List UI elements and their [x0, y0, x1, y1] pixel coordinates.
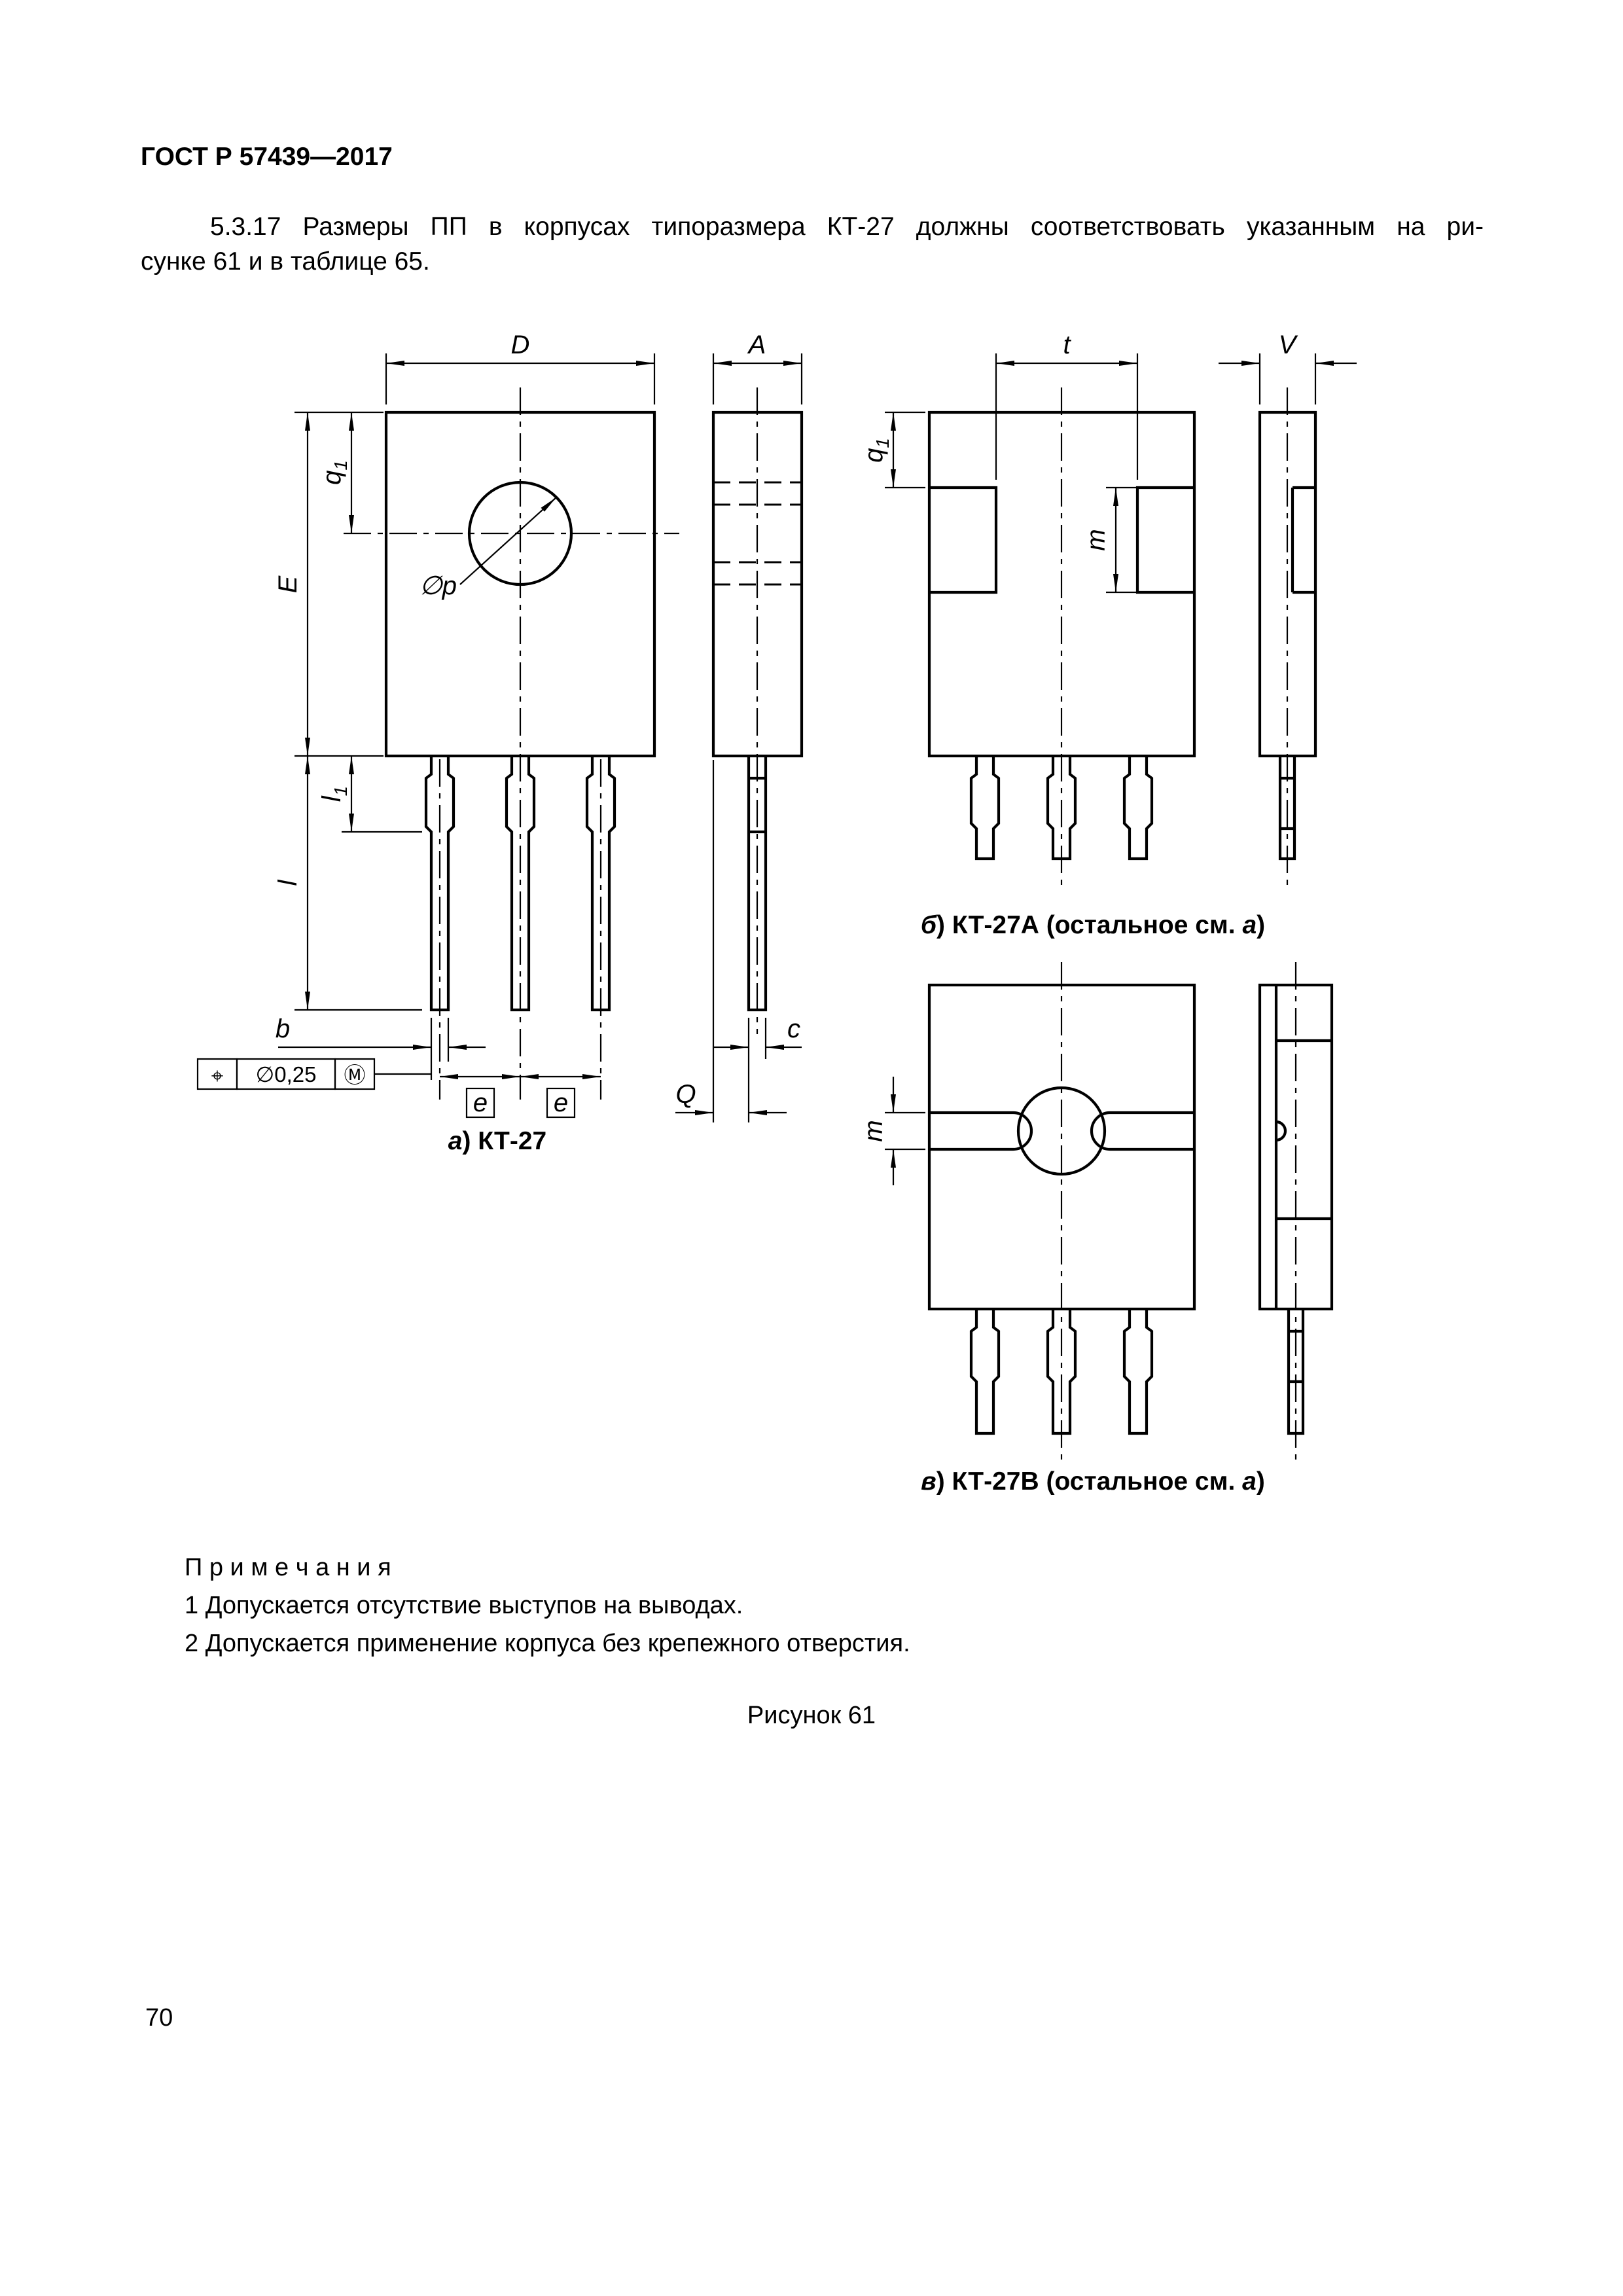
tab-side [1291, 486, 1315, 594]
hole-diameter-leader: ∅p [419, 497, 557, 600]
dim-label-q1-b: q1 [859, 438, 893, 463]
dim-label-A: A [747, 331, 766, 359]
lead-3 [585, 756, 616, 1012]
paragraph-line-2: сунке 61 и в таблице 65. [141, 247, 430, 276]
max-material-icon: Ⓜ [344, 1063, 366, 1087]
lead-2 [505, 756, 536, 1012]
position-tolerance-icon: ⌖ [211, 1064, 224, 1088]
dim-A: A [712, 331, 803, 404]
dim-label-l1: l1 [317, 786, 351, 802]
tab-right [1135, 486, 1194, 594]
dim-m-b: m [1082, 486, 1141, 594]
tolerance-frame: ⌖ ∅0,25 Ⓜ [196, 1058, 431, 1090]
notes-block: П р и м е ч а н и я 1 Допускается отсутс… [185, 1549, 910, 1662]
dim-label-e1: e [473, 1088, 488, 1117]
dim-c: c [713, 1014, 802, 1059]
dim-label-dp: ∅p [419, 571, 457, 600]
lead-v1 [969, 1309, 1001, 1435]
dim-label-Q: Q [675, 1080, 696, 1109]
note-item-2: 2 Допускается применение корпуса без кре… [185, 1630, 910, 1657]
dim-label-q1: q1 [317, 460, 351, 485]
page-number: 70 [145, 2004, 173, 2032]
lead-b2 [1046, 756, 1077, 861]
figure-caption: Рисунок 61 [747, 1702, 876, 1729]
lead-v-side [1287, 1309, 1305, 1435]
dim-e: e e [440, 1074, 601, 1119]
notes-title: П р и м е ч а н и я [185, 1554, 391, 1581]
caption-view-b: б) КТ-27А (остальное см. а) [920, 911, 1266, 939]
lead-v2 [1046, 1309, 1077, 1435]
tab-left [929, 486, 998, 594]
view-b-side [1258, 387, 1317, 890]
dim-label-l: l [274, 879, 302, 886]
lead-1 [424, 756, 455, 1012]
dim-label-e2: e [554, 1088, 568, 1117]
caption-view-v: в) КТ-27В (остальное см. а) [921, 1467, 1265, 1496]
dim-t: t [995, 331, 1139, 480]
slot-left [929, 1111, 1033, 1151]
dim-l: l [274, 756, 422, 1011]
slot-edge-arc [1275, 1120, 1287, 1142]
tolerance-value: ∅0,25 [256, 1062, 317, 1086]
dim-Q: Q [675, 760, 787, 1122]
dim-label-E: E [274, 575, 302, 593]
dim-label-V: V [1279, 331, 1298, 359]
dim-label-t: t [1063, 331, 1071, 359]
dim-b: b [276, 1014, 486, 1080]
dim-label-m-b: m [1082, 529, 1111, 550]
paragraph-line-1: 5.3.17 Размеры ПП в корпусах типоразмера… [210, 213, 1484, 241]
view-v-side [1258, 962, 1334, 1463]
lead-side [747, 756, 768, 1012]
lead-b-side [1278, 756, 1296, 861]
lead-b1 [969, 756, 1001, 861]
dim-label-D: D [511, 331, 530, 359]
dim-l1: l1 [317, 756, 422, 833]
slot-right [1090, 1111, 1194, 1151]
view-b-front [927, 387, 1196, 890]
caption-view-a: а) КТ-27 [448, 1127, 547, 1155]
dim-label-c: c [787, 1014, 800, 1043]
view-v-front [927, 962, 1196, 1463]
dim-E: E [274, 412, 383, 757]
dim-V: V [1219, 331, 1357, 404]
dim-label-m-v: m [859, 1120, 888, 1141]
paragraph-5-3-17: 5.3.17 Размеры ПП в корпусах типоразмера… [141, 209, 1484, 279]
view-a-side [711, 387, 804, 1034]
note-item-1: 1 Допускается отсутствие выступов на выв… [185, 1592, 743, 1619]
doc-header: ГОСТ Р 57439—2017 [141, 143, 393, 171]
lead-b3 [1122, 756, 1154, 861]
dim-m-v: m [859, 1077, 925, 1185]
dim-label-b: b [276, 1014, 290, 1043]
dim-D: D [385, 331, 656, 404]
lead-v3 [1122, 1309, 1154, 1435]
dim-q1-b: q1 [859, 411, 925, 489]
dim-q1-a: q1 [294, 411, 383, 533]
view-a-front [344, 387, 679, 1100]
